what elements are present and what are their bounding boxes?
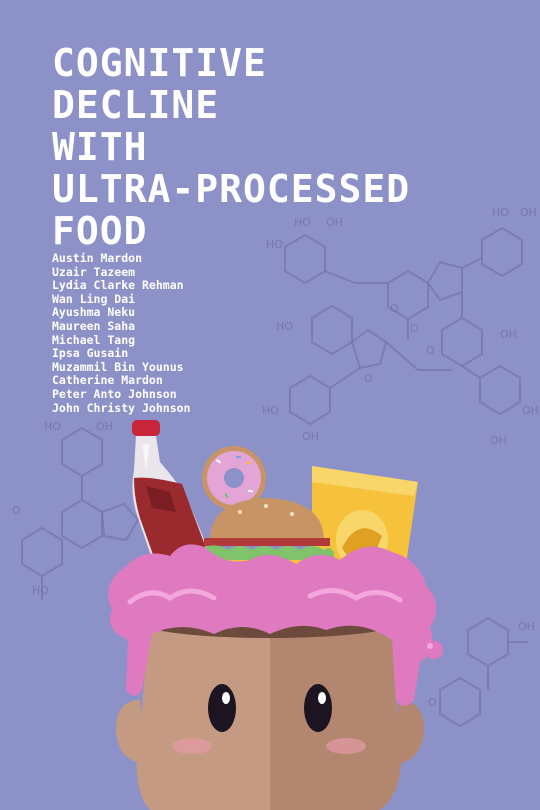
author-name: Peter Anto Johnson xyxy=(52,386,177,401)
author-name: Ipsa Gusain xyxy=(52,346,129,361)
author-name: Michael Tang xyxy=(52,332,136,347)
author-name: Muzammil Bin Younus xyxy=(52,359,184,374)
molecule-label: HO xyxy=(32,584,49,597)
molecule-label: OH xyxy=(518,620,535,633)
molecule-label: HO xyxy=(294,216,311,229)
title-line: DECLINE xyxy=(52,83,220,127)
molecule-label: HO xyxy=(262,404,279,417)
molecule-label: O xyxy=(390,302,399,315)
author-name: Ayushma Neku xyxy=(52,305,136,320)
molecule-label: O xyxy=(428,696,437,709)
molecule-label: O xyxy=(364,372,373,385)
molecule-label: OH xyxy=(490,434,507,447)
molecule-label: O xyxy=(426,344,435,357)
molecule-label: HO xyxy=(44,420,61,433)
molecule-label: OH xyxy=(96,420,113,433)
author-list: Austin Mardon Uzair Tazeem Lydia Clarke … xyxy=(52,251,191,415)
author-name: Uzair Tazeem xyxy=(52,264,136,279)
title-line: ULTRA-PROCESSED xyxy=(52,167,411,211)
donut-icon xyxy=(202,446,266,510)
author-name: Lydia Clarke Rehman xyxy=(52,278,184,293)
molecule-label: HO xyxy=(266,238,283,251)
molecule-label: HO xyxy=(276,320,293,333)
author-name: Catherine Mardon xyxy=(52,373,163,388)
author-name: Maureen Saha xyxy=(52,318,136,333)
molecule-label: OH xyxy=(522,404,539,417)
author-name: Austin Mardon xyxy=(52,251,143,265)
molecule-label: OH xyxy=(500,328,517,341)
molecule-label: HO xyxy=(492,206,509,219)
molecule-label: O xyxy=(12,504,21,517)
book-title: COGNITIVE DECLINE WITH ULTRA-PROCESSED F… xyxy=(52,42,410,252)
cover-illustration xyxy=(108,420,443,810)
title-line: WITH xyxy=(52,125,148,169)
head-icon xyxy=(116,610,424,810)
molecule-label: OH xyxy=(302,430,319,443)
author-name: John Christy Johnson xyxy=(52,400,191,415)
molecule-label: OH xyxy=(520,206,537,219)
molecule-label: O xyxy=(410,322,419,335)
author-name: Wan Ling Dai xyxy=(52,291,136,306)
brain-icon xyxy=(108,544,443,706)
molecule-label: OH xyxy=(326,216,343,229)
title-line: FOOD xyxy=(52,209,148,253)
title-line: COGNITIVE xyxy=(52,41,267,85)
